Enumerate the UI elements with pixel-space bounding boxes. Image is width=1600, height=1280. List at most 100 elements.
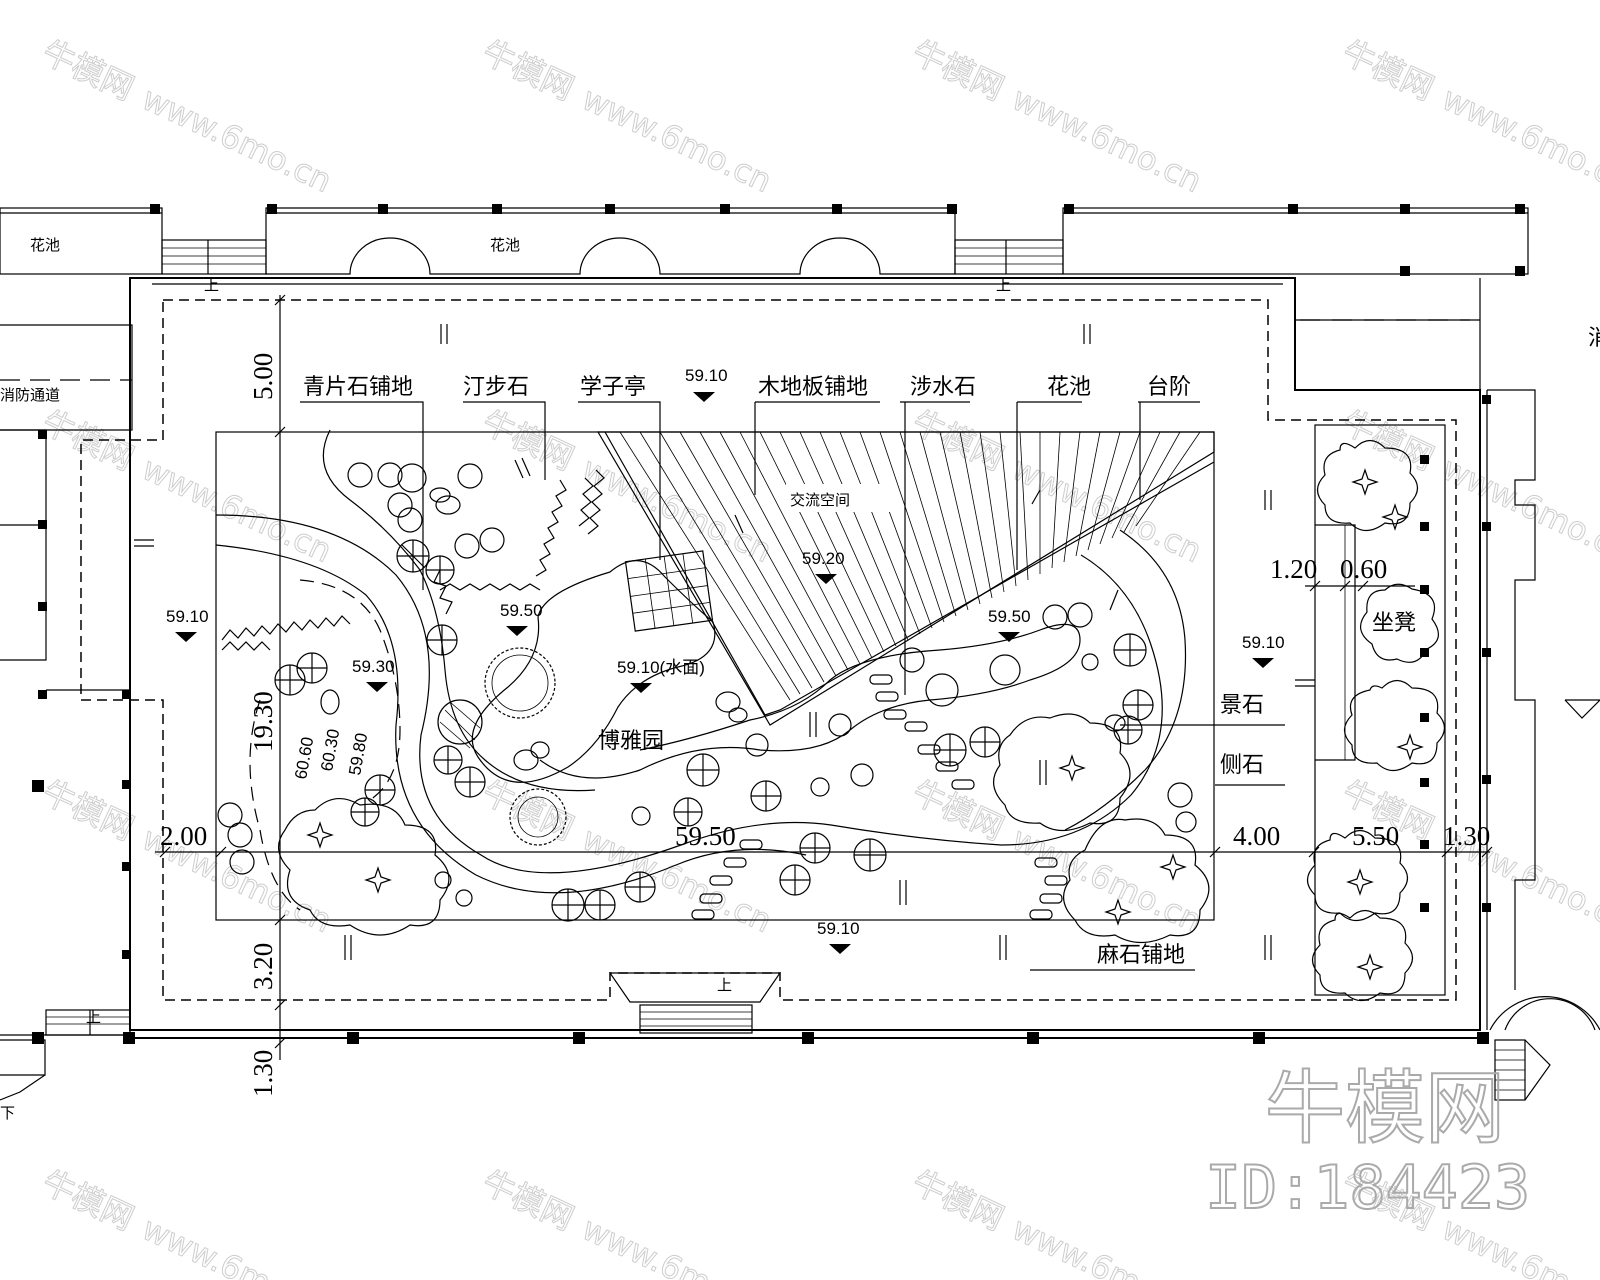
watermark-brand: 牛模网 (1337, 33, 1440, 108)
wood-deck: 交流空间 (596, 431, 1215, 726)
exchange-space-label: 交流空间 (790, 491, 850, 509)
watermark-site: www.6mo.cn (576, 79, 777, 200)
dimension-label: 2.00 (160, 821, 207, 851)
direction-arrows (134, 324, 1315, 960)
elevation-marker: 59.10 (1242, 633, 1285, 668)
dimension-label: 0.60 (1340, 554, 1387, 584)
svg-text:59.30: 59.30 (352, 657, 395, 676)
dimension-label: 5.50 (1352, 821, 1399, 851)
watermark-site: www.6mo.cn (136, 1209, 337, 1280)
dimension-label: 19.30 (248, 691, 278, 752)
seat-label: 坐凳 (1372, 611, 1416, 636)
watermark-site: www.6mo.cn (136, 449, 337, 570)
stone-paving-label: 青片石铺地 (303, 375, 413, 400)
watermark-id: ID:184423 (1205, 1153, 1530, 1223)
dimension-label: 5.00 (248, 353, 278, 400)
down-label: 下 (0, 1104, 15, 1122)
pavilion (624, 550, 714, 632)
stepping-stones-label: 汀步石 (463, 375, 529, 400)
elevation-marker: 59.10 (817, 919, 860, 954)
watermark-brand-large: 牛模网 (1265, 1062, 1505, 1155)
elevation-marker: 59.20 (802, 549, 845, 584)
watermark-brand: 牛模网 (477, 33, 580, 108)
elevation-marker: 59.50 (500, 601, 543, 636)
columns-bottom (32, 1032, 1489, 1044)
garden-paths (215, 429, 1187, 911)
watermark-brand: 牛模网 (907, 1163, 1010, 1238)
stairs-bottom-center: 上 (608, 972, 782, 1034)
watermark-brand: 牛模网 (37, 33, 140, 108)
watermark-brand: 牛模网 (477, 403, 580, 478)
watermark-brand: 牛模网 (37, 1163, 140, 1238)
dimension-label: 1.20 (1270, 554, 1317, 584)
watermark-site: www.6mo.cn (576, 1209, 777, 1280)
garden-name-label: 博雅园 (598, 729, 664, 754)
elevation-marker: 59.10 (166, 607, 209, 642)
up-label: 上 (996, 276, 1011, 294)
building-top-right (1062, 207, 1529, 275)
right-building: 坐凳 消 (1295, 278, 1600, 1101)
elevation-text: 60.30 (317, 727, 343, 772)
watermark-site: www.6mo.cn (136, 79, 337, 200)
watermark-site: www.6mo.cn (576, 449, 777, 570)
svg-text:59.10: 59.10 (817, 919, 860, 938)
columns-left (32, 430, 131, 959)
shrub-cluster-right (1306, 439, 1446, 1002)
flower-bed-left (0, 207, 163, 275)
stairs-bottom-left: 上 (45, 1008, 131, 1036)
watermark-brand: 牛模网 (907, 33, 1010, 108)
feature-trees (437, 647, 567, 846)
dimension-lines: 5.00 19.30 3.20 1.30 2.00 59.50 4.00 5.5… (155, 294, 1493, 1097)
shrubs (278, 713, 1210, 944)
dimension-label: 59.50 (675, 821, 736, 851)
svg-text:59.10: 59.10 (685, 366, 728, 385)
flower-bed-label: 花池 (490, 236, 520, 254)
stairs-bottom-right (1494, 1039, 1551, 1101)
svg-text:59.10: 59.10 (1242, 633, 1285, 652)
dimension-label: 3.20 (248, 943, 278, 990)
elevation-marker: 59.30 (352, 657, 395, 692)
site-boundary: 上 (32, 277, 1489, 1044)
svg-text:59.10: 59.10 (166, 607, 209, 626)
watermark-site: www.6mo.cn (1006, 819, 1207, 940)
granite-paving-label: 麻石铺地 (1097, 943, 1185, 968)
watermark-brand: 牛模网 (477, 1163, 580, 1238)
leader-lines (300, 401, 1285, 971)
left-building: 消防通道 上 下 (0, 324, 133, 1122)
seat-bench (1315, 524, 1356, 761)
feature-rocks (320, 487, 1126, 771)
svg-text:59.50: 59.50 (988, 607, 1031, 626)
watermark-site: www.6mo.cn (1006, 1209, 1207, 1280)
central-garden: 交流空间 博雅园 (134, 324, 1315, 971)
elevation-text: 59.80 (345, 731, 371, 776)
top-building: 花池 上 花池 上 (0, 204, 1529, 294)
fire-lane-edge-label: 消 (1588, 326, 1600, 351)
svg-text:59.20: 59.20 (802, 549, 845, 568)
stairs-top-left: 上 (161, 239, 267, 294)
feature-rock-label: 景石 (1220, 693, 1264, 718)
watermark-site: www.6mo.cn (1436, 449, 1600, 570)
curb-stone-label: 侧石 (1220, 753, 1264, 778)
up-label: 上 (204, 276, 219, 294)
watermark-site: www.6mo.cn (1006, 79, 1207, 200)
fire-lane-label: 消防通道 (0, 386, 60, 404)
up-label: 上 (86, 1008, 101, 1026)
dimension-label: 4.00 (1233, 821, 1280, 851)
steps-label: 台阶 (1147, 375, 1191, 400)
up-label: 上 (717, 976, 732, 994)
elevation-marker: 59.10 (685, 366, 728, 402)
dimension-label: 1.30 (248, 1050, 278, 1097)
svg-text:59.10(水面): 59.10(水面) (617, 658, 705, 677)
watermark-brand: 牛模网 (1337, 403, 1440, 478)
watermark-site: www.6mo.cn (1006, 449, 1207, 570)
stairs-top-right: 上 (954, 239, 1064, 294)
columns-top (150, 204, 1525, 276)
dimension-label: 1.30 (1443, 821, 1490, 851)
trees (217, 462, 1197, 922)
flower-bed-label: 花池 (1047, 375, 1091, 400)
elevation-marker: 59.50 (988, 607, 1031, 642)
flower-bed-arched (265, 207, 956, 275)
planter-strip-right (1314, 424, 1446, 996)
wood-deck-label: 木地板铺地 (758, 375, 868, 400)
